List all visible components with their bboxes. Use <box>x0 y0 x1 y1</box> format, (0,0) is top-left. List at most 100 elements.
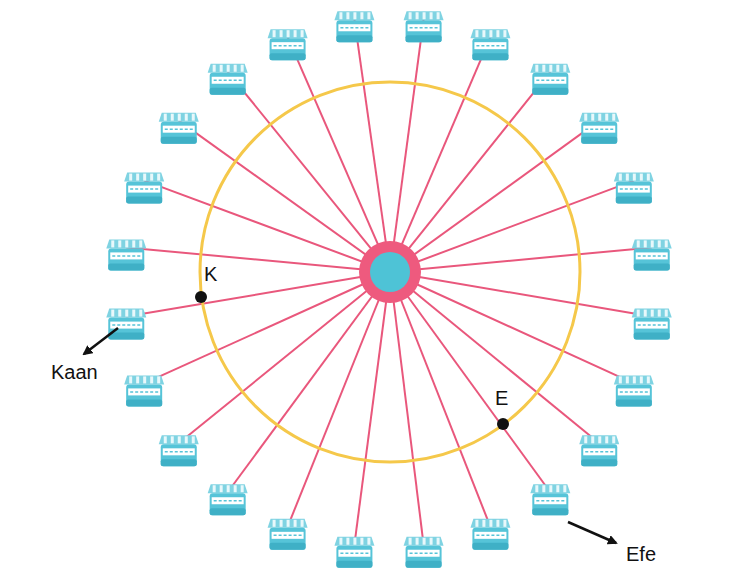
roof-stripe <box>605 436 608 443</box>
roof-stripe <box>118 310 121 317</box>
kaan-arrow <box>84 328 118 354</box>
roof-stripe <box>665 310 668 317</box>
cabin <box>530 64 570 95</box>
roof-stripe <box>423 538 426 545</box>
cabin-roof <box>334 537 374 546</box>
roof-stripe <box>626 174 629 181</box>
roof-stripe <box>287 30 290 37</box>
cabin-body <box>336 20 372 42</box>
cabin <box>579 435 619 466</box>
point-k <box>195 291 207 303</box>
roof-stripe <box>633 376 636 383</box>
window-bars <box>476 45 504 47</box>
roof-stripe <box>591 436 594 443</box>
spoke <box>390 247 652 272</box>
window-bars <box>214 80 242 82</box>
cabin-base <box>406 561 442 568</box>
window-bars <box>536 500 564 502</box>
roof-stripe <box>563 485 566 492</box>
spoke <box>390 272 424 545</box>
cabin <box>159 435 199 466</box>
spoke <box>390 121 599 272</box>
roof-stripe <box>535 485 538 492</box>
roof-stripe <box>353 12 356 19</box>
cabin-body <box>126 182 162 204</box>
spoke <box>390 272 652 317</box>
roof-stripe <box>339 12 342 19</box>
roof-stripe <box>280 30 283 37</box>
cabin-roof <box>632 239 672 248</box>
point-label: E <box>495 388 508 408</box>
roof-stripe <box>157 174 160 181</box>
roof-stripe <box>185 436 188 443</box>
window-bars <box>585 451 613 453</box>
roof-stripe <box>535 65 538 72</box>
cabin <box>334 11 374 42</box>
window-bars <box>274 535 302 537</box>
roof-stripe <box>287 520 290 527</box>
roof-stripe <box>132 240 135 247</box>
window-bars <box>638 255 666 257</box>
roof-stripe <box>241 485 244 492</box>
cabin-roof <box>404 537 444 546</box>
cabin <box>530 484 570 515</box>
cabin-body <box>336 546 372 568</box>
roof-stripe <box>430 12 433 19</box>
roof-stripe <box>482 520 485 527</box>
roof-stripe <box>301 520 304 527</box>
cabin-body <box>581 444 617 466</box>
roof-stripe <box>437 538 440 545</box>
roof-stripe <box>367 12 370 19</box>
roof-stripe <box>125 310 128 317</box>
cabin <box>159 113 199 144</box>
roof-stripe <box>301 30 304 37</box>
roof-stripe <box>353 538 356 545</box>
roof-stripe <box>612 114 615 121</box>
roof-stripe <box>489 520 492 527</box>
cabin-roof <box>159 435 199 444</box>
point-e <box>497 418 509 430</box>
cabin-window <box>534 497 566 504</box>
roof-stripe <box>644 310 647 317</box>
cabin-window <box>338 24 370 31</box>
roof-stripe <box>584 436 587 443</box>
roof-stripe <box>612 436 615 443</box>
window-bars <box>130 188 158 190</box>
cabin-window <box>583 126 615 133</box>
roof-stripe <box>658 310 661 317</box>
cabin-roof <box>159 113 199 122</box>
cabin-roof <box>268 29 308 38</box>
window-bars <box>620 391 648 393</box>
spoke <box>288 272 390 527</box>
roof-stripe <box>346 12 349 19</box>
roof-stripe <box>171 114 174 121</box>
roof-stripe <box>192 114 195 121</box>
cabin-body <box>532 73 568 95</box>
roof-stripe <box>619 174 622 181</box>
cabin-body <box>270 38 306 60</box>
cabin-base <box>634 333 670 340</box>
cabin <box>268 519 308 550</box>
cabin-window <box>272 532 304 539</box>
window-bars <box>112 255 140 257</box>
window-bars <box>112 324 140 326</box>
cabin-base <box>270 543 306 550</box>
cabin-window <box>636 252 668 259</box>
roof-stripe <box>598 114 601 121</box>
cabin-body <box>108 248 144 270</box>
cabin-body <box>161 444 197 466</box>
roof-stripe <box>118 240 121 247</box>
cabin-roof <box>579 435 619 444</box>
roof-stripe <box>637 240 640 247</box>
roof-stripe <box>213 485 216 492</box>
cabin-roof <box>470 29 510 38</box>
cabin-body <box>472 38 508 60</box>
window-bars <box>165 451 193 453</box>
cabin-roof <box>404 11 444 20</box>
roof-stripe <box>129 376 132 383</box>
cabin-base <box>161 459 197 466</box>
cabin-roof <box>530 64 570 73</box>
cabin-roof <box>530 484 570 493</box>
cabin-base <box>210 508 246 515</box>
